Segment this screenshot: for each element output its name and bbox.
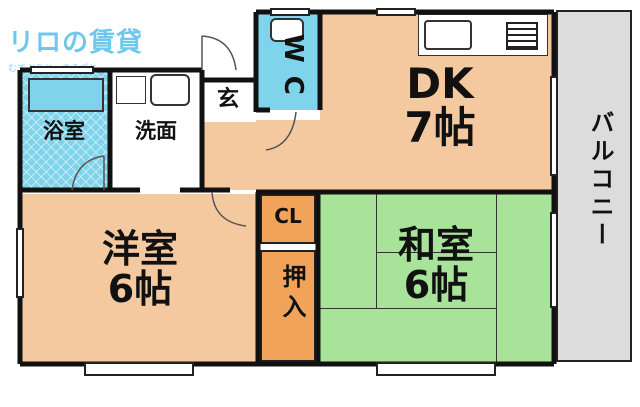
room-japanese: [320, 194, 552, 362]
stove-icon: [506, 22, 538, 50]
window-japanese-bottom: [376, 362, 496, 376]
window-western-left: [16, 228, 24, 298]
room-dk-lower: [202, 120, 322, 190]
window-dk-top: [376, 8, 416, 16]
balcony-label: バルコニー: [586, 110, 614, 250]
window-western-bottom: [84, 362, 194, 376]
window-japanese-right: [550, 212, 558, 308]
window-wc-top: [270, 8, 310, 16]
japanese-size: 6帖: [403, 262, 469, 307]
dk-name: DK: [406, 59, 474, 108]
balcony: [556, 10, 632, 362]
japanese-label: 和室 6帖: [366, 223, 506, 307]
window-bath-top: [30, 66, 94, 74]
toilet-bowl-icon: [270, 18, 304, 42]
washing-machine-icon: [116, 76, 146, 104]
tatami-line: [376, 252, 496, 253]
brand-logo-text: リロの賃貸: [8, 28, 144, 58]
closet-label: CL: [274, 204, 302, 228]
tatami-line: [320, 308, 496, 309]
western-name: 洋室: [101, 227, 178, 271]
tatami-line: [496, 194, 497, 362]
window-dk-right: [550, 76, 558, 176]
japanese-name: 和室: [397, 223, 474, 267]
room-closet: [260, 194, 316, 244]
room-washroom: [112, 72, 200, 188]
entrance-label: 玄: [216, 87, 239, 112]
dk-size: 7帖: [404, 103, 476, 153]
tatami-line: [376, 194, 377, 308]
dk-label: DK 7帖: [380, 59, 500, 153]
wc-label: W C: [278, 34, 308, 97]
room-oshiire: [260, 250, 316, 362]
washbasin-icon: [150, 74, 190, 106]
western-label: 洋室 6帖: [70, 227, 210, 311]
bathtub-icon: [28, 78, 104, 112]
bath-label: 浴室: [43, 119, 85, 143]
room-western: [22, 194, 256, 364]
washroom-label: 洗面: [135, 119, 177, 143]
oshiire-label: 押入: [278, 264, 306, 324]
western-size: 6帖: [107, 266, 173, 311]
room-entrance: [202, 82, 256, 122]
sink-icon: [424, 20, 472, 50]
